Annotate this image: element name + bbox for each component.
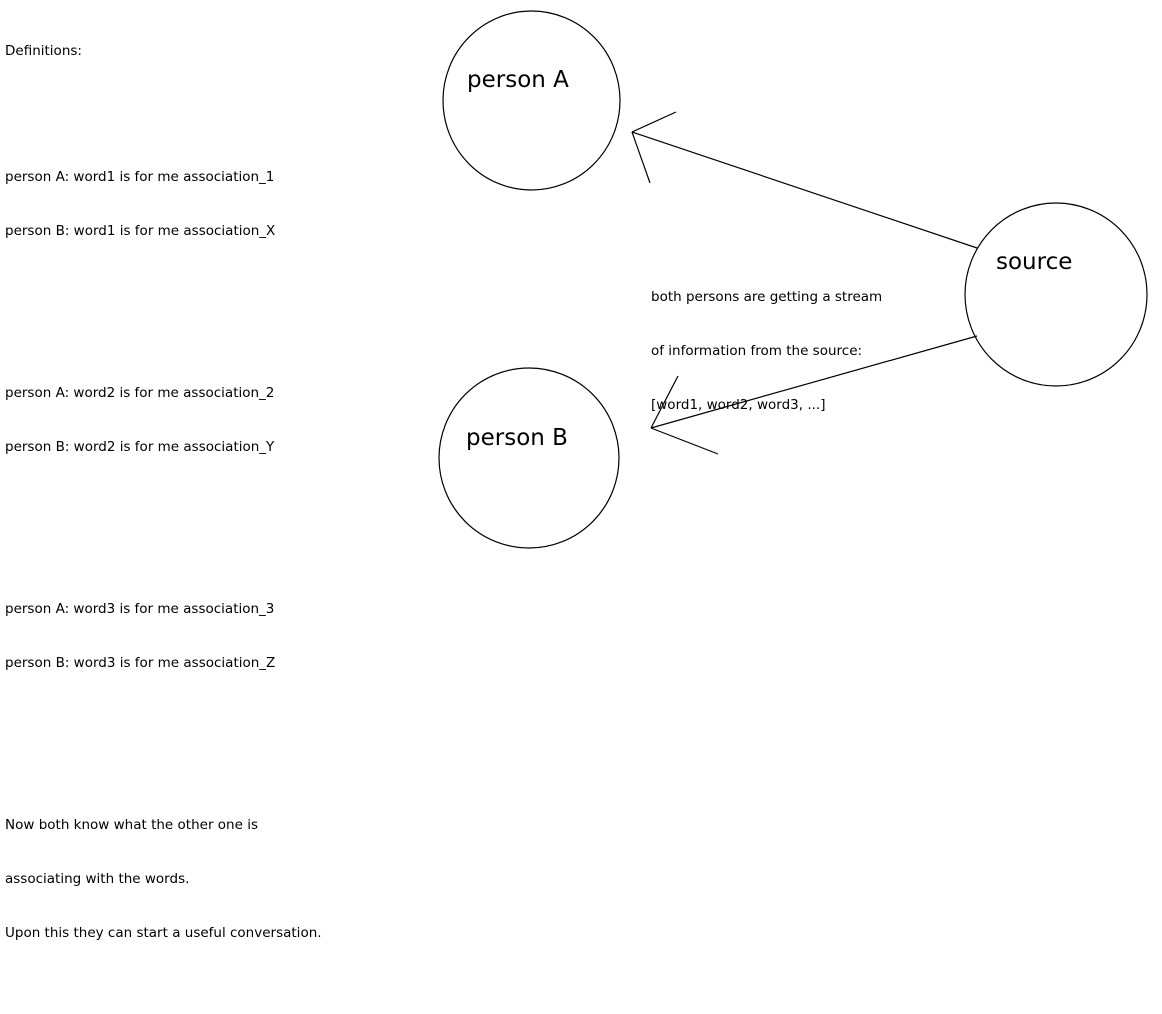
stream-annotation-line-1: both persons are getting a stream (651, 289, 883, 305)
person-a-circle (442, 10, 621, 191)
person-a-label: person A (467, 67, 569, 93)
stream-annotation: both persons are getting a stream of inf… (651, 252, 882, 450)
conclusion-block: Now both know what the other one is asso… (5, 780, 322, 978)
person-b-circle (438, 367, 620, 549)
arrow-source-to-person-a (631, 111, 978, 249)
definition-line-b1: person B: word1 is for me association_X (5, 223, 276, 239)
conclusion-line-1: Now both know what the other one is (5, 817, 258, 833)
definition-line-b3: person B: word3 is for me association_Z (5, 655, 276, 671)
definition-line-a3: person A: word3 is for me association_3 (5, 601, 275, 617)
person-b-label: person B (466, 425, 568, 451)
arrow-source-to-person-b (650, 335, 978, 455)
definitions-heading: Definitions: (5, 43, 82, 59)
conclusion-line-3: Upon this they can start a useful conver… (5, 925, 322, 941)
stream-annotation-line-3: [word1, word2, word3, ...] (651, 397, 826, 413)
definition-pair-3: person A: word3 is for me association_3 … (5, 564, 322, 708)
conclusion-line-2: associating with the words. (5, 871, 190, 887)
source-circle (964, 202, 1148, 387)
text-layer: Definitions: person A: word1 is for me a… (5, 43, 1073, 941)
diagram-canvas (438, 10, 1148, 549)
definitions-block: Definitions: person A: word1 is for me a… (5, 6, 322, 1014)
definition-line-a1: person A: word1 is for me association_1 (5, 169, 275, 185)
stream-annotation-line-2: of information from the source: (651, 343, 863, 359)
definition-line-a2: person A: word2 is for me association_2 (5, 385, 275, 401)
definition-line-b2: person B: word2 is for me association_Y (5, 439, 275, 455)
source-label: source (996, 249, 1073, 275)
definition-pair-1: person A: word1 is for me association_1 … (5, 132, 322, 276)
definition-pair-2: person A: word2 is for me association_2 … (5, 348, 322, 492)
